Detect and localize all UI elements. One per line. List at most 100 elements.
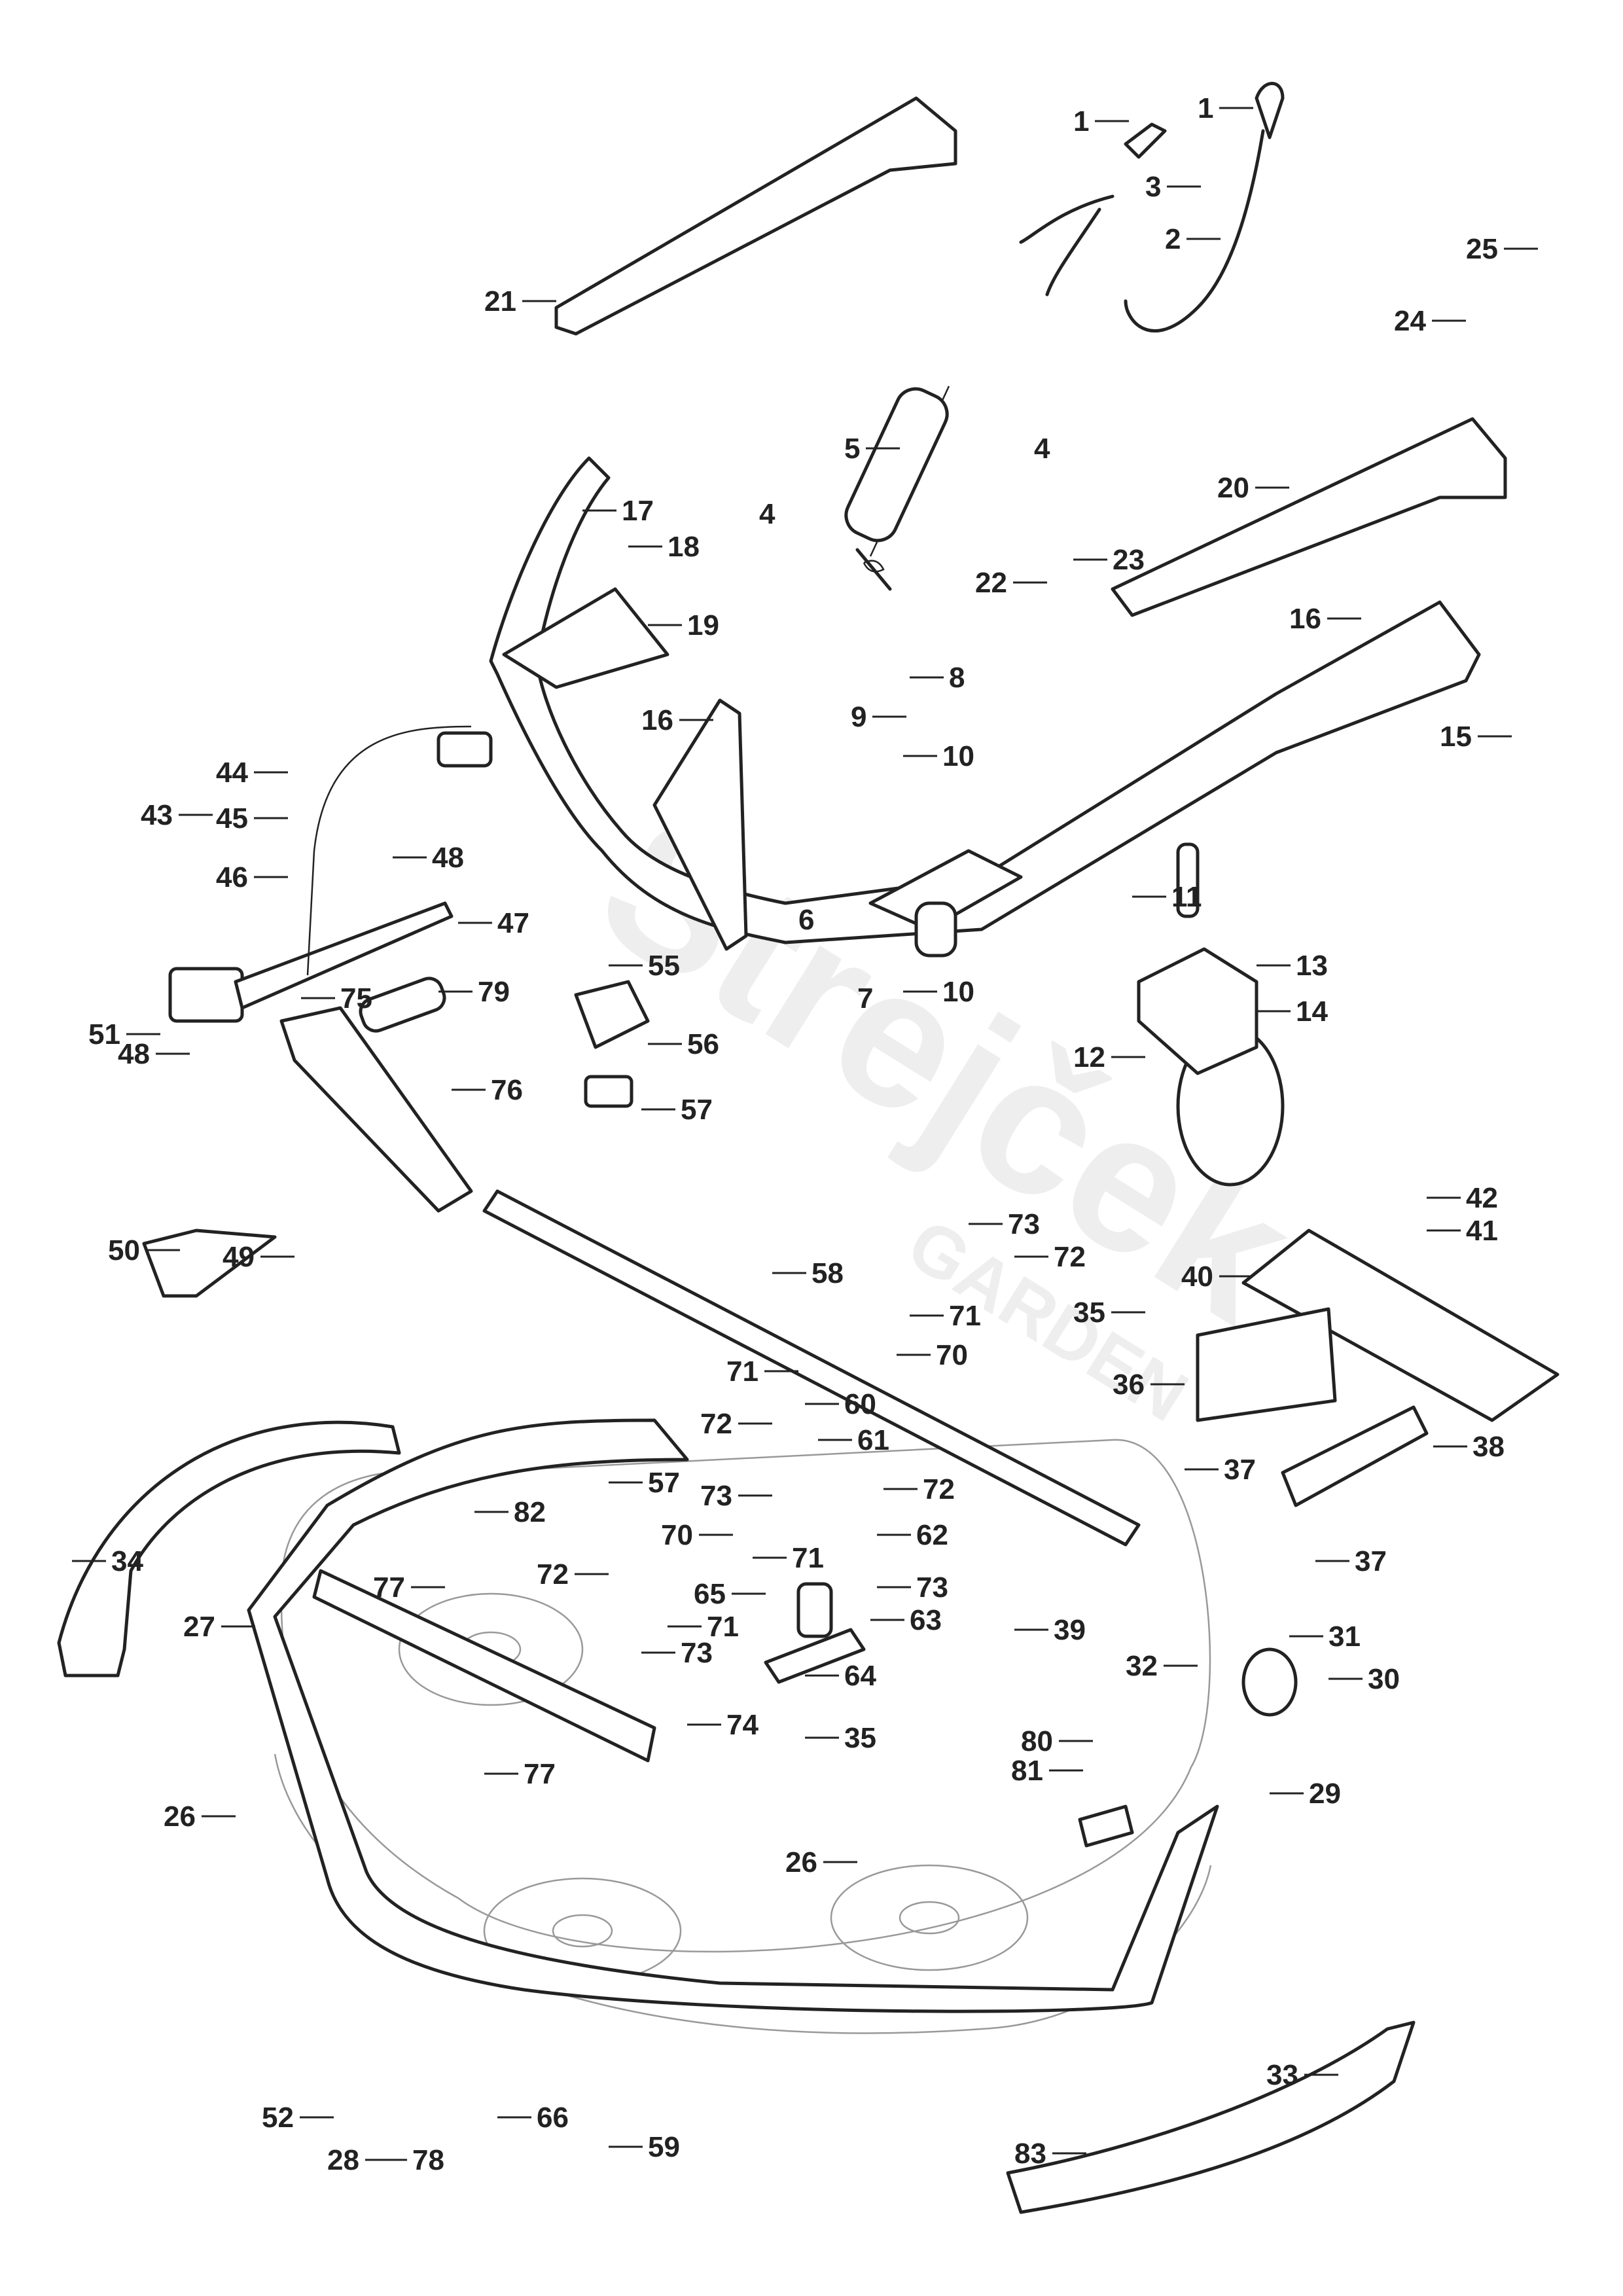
callout-label: 55 bbox=[648, 950, 680, 982]
callout-46: 46 bbox=[216, 861, 288, 893]
pivot-63 bbox=[764, 1628, 866, 1684]
callout-72d: 72 bbox=[537, 1558, 609, 1590]
callout-label: 1 bbox=[1073, 105, 1089, 137]
callout-76: 76 bbox=[452, 1074, 523, 1106]
callout-label: 5 bbox=[844, 433, 860, 465]
callout-79: 79 bbox=[438, 976, 510, 1008]
callout-label: 31 bbox=[1329, 1621, 1361, 1653]
callout-label: 71 bbox=[792, 1542, 824, 1574]
callout-27: 27 bbox=[183, 1611, 255, 1643]
callout-26a: 26 bbox=[164, 1801, 236, 1833]
callout-label: 82 bbox=[514, 1496, 546, 1528]
callout-label: 15 bbox=[1440, 721, 1472, 753]
callout-65: 65 bbox=[694, 1578, 766, 1610]
callout-13: 13 bbox=[1257, 950, 1328, 982]
callout-59: 59 bbox=[609, 2131, 680, 2163]
callout-70b: 70 bbox=[661, 1519, 733, 1551]
callout-label: 30 bbox=[1368, 1663, 1400, 1695]
callout-label: 14 bbox=[1296, 996, 1328, 1028]
callout-30: 30 bbox=[1329, 1663, 1400, 1695]
callout-17: 17 bbox=[582, 495, 654, 527]
callout-62: 62 bbox=[877, 1519, 948, 1551]
callout-10a: 10 bbox=[903, 740, 974, 772]
callout-label: 47 bbox=[497, 907, 529, 939]
callout-25: 25 bbox=[1466, 233, 1538, 265]
callout-49: 49 bbox=[223, 1241, 294, 1273]
lift-frame bbox=[489, 456, 1481, 958]
callout-label: 59 bbox=[648, 2131, 680, 2163]
bracket-76 bbox=[279, 1006, 473, 1213]
callout-73a: 73 bbox=[969, 1208, 1040, 1240]
callout-1a: 1 bbox=[1073, 105, 1129, 137]
callout-label: 48 bbox=[118, 1038, 150, 1070]
callout-77a: 77 bbox=[373, 1571, 445, 1604]
callout-label: 28 bbox=[327, 2144, 359, 2176]
callout-label: 34 bbox=[111, 1545, 143, 1577]
callout-31: 31 bbox=[1289, 1621, 1361, 1653]
callout-41: 41 bbox=[1427, 1215, 1498, 1247]
callout-14: 14 bbox=[1257, 996, 1328, 1028]
pivot-63-sleeve bbox=[796, 1582, 833, 1638]
callout-9: 9 bbox=[851, 701, 906, 733]
callout-label: 42 bbox=[1466, 1182, 1498, 1214]
callout-label: 10 bbox=[942, 976, 974, 1008]
callout-39: 39 bbox=[1014, 1614, 1086, 1646]
spring-79 bbox=[359, 977, 446, 1033]
callout-label: 9 bbox=[851, 701, 866, 733]
callout-label: 70 bbox=[936, 1339, 968, 1371]
callout-58: 58 bbox=[772, 1257, 844, 1289]
callout-label: 12 bbox=[1073, 1041, 1105, 1073]
callout-8: 8 bbox=[910, 662, 965, 694]
callout-4b: 4 bbox=[759, 498, 776, 530]
callout-73d: 73 bbox=[641, 1637, 713, 1669]
callout-80: 80 bbox=[1021, 1725, 1093, 1757]
callout-label: 73 bbox=[700, 1480, 732, 1512]
callout-26b: 26 bbox=[785, 1846, 857, 1878]
callout-52: 52 bbox=[262, 2102, 334, 2134]
callout-71c: 71 bbox=[753, 1542, 824, 1574]
callout-label: 73 bbox=[681, 1637, 713, 1669]
callout-15: 15 bbox=[1440, 721, 1512, 753]
callout-37b: 37 bbox=[1315, 1545, 1387, 1577]
callout-20: 20 bbox=[1217, 472, 1289, 504]
callout-18: 18 bbox=[628, 531, 700, 563]
spring-5 bbox=[844, 386, 950, 591]
pin-1a bbox=[1124, 122, 1167, 159]
callout-label: 39 bbox=[1054, 1614, 1086, 1646]
callout-label: 23 bbox=[1113, 544, 1145, 576]
callout-63: 63 bbox=[870, 1604, 942, 1636]
callout-4a: 4 bbox=[1034, 433, 1050, 465]
callout-60: 60 bbox=[805, 1388, 876, 1420]
chain-3 bbox=[1019, 194, 1115, 296]
callout-label: 29 bbox=[1309, 1778, 1341, 1810]
callout-label: 81 bbox=[1011, 1755, 1043, 1787]
callout-label: 4 bbox=[1034, 433, 1050, 465]
callout-label: 2 bbox=[1165, 223, 1181, 255]
callout-label: 25 bbox=[1466, 233, 1498, 265]
callout-label: 48 bbox=[432, 842, 464, 874]
callout-51: 51 bbox=[88, 1018, 160, 1050]
callout-35b: 35 bbox=[805, 1722, 876, 1754]
callout-10b: 10 bbox=[903, 976, 974, 1008]
callout-64: 64 bbox=[805, 1660, 876, 1692]
callout-78: 78 bbox=[373, 2144, 444, 2176]
callout-label: 72 bbox=[923, 1473, 955, 1505]
callout-label: 16 bbox=[641, 704, 673, 736]
callout-label: 57 bbox=[681, 1094, 713, 1126]
callout-19: 19 bbox=[648, 609, 719, 641]
callout-22: 22 bbox=[975, 567, 1047, 599]
callout-label: 83 bbox=[1014, 2138, 1046, 2170]
lift-rod-21 bbox=[554, 96, 957, 336]
callout-label: 4 bbox=[759, 498, 776, 530]
callout-57b: 57 bbox=[609, 1467, 680, 1499]
callout-82: 82 bbox=[474, 1496, 546, 1528]
callout-label: 35 bbox=[844, 1722, 876, 1754]
callout-72b: 72 bbox=[700, 1408, 772, 1440]
skid-34 bbox=[57, 1420, 401, 1677]
callout-label: 6 bbox=[798, 904, 814, 936]
callout-66: 66 bbox=[497, 2102, 569, 2134]
callout-33: 33 bbox=[1266, 2059, 1338, 2091]
callout-label: 65 bbox=[694, 1578, 726, 1610]
callout-label: 73 bbox=[1008, 1208, 1040, 1240]
